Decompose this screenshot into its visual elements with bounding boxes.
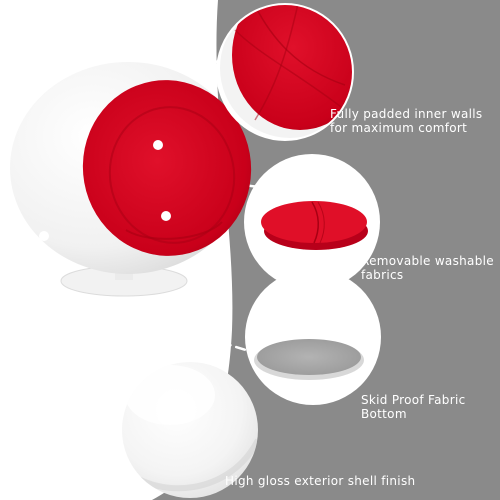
ball-chair-image <box>10 62 252 274</box>
dot-marker <box>153 140 163 150</box>
dot-marker <box>39 231 49 241</box>
chair-red-interior <box>82 80 252 256</box>
feature-label-inner-walls: Fully padded inner walls for maximum com… <box>330 107 483 135</box>
connector-line-bottom <box>38 238 248 352</box>
feature-label-bottom: Skid Proof Fabric Bottom <box>361 393 466 421</box>
connector-line-shell <box>28 234 130 394</box>
felt-pad-image <box>257 339 361 375</box>
detail-circle-fabrics <box>244 154 380 290</box>
detail-circle-bottom <box>245 269 381 405</box>
detail-circle-inner-walls <box>216 3 354 141</box>
dot-marker <box>161 211 171 221</box>
detail-circle-shell <box>122 362 258 498</box>
feature-label-shell: High gloss exterior shell finish <box>225 474 416 488</box>
feature-label-fabrics: Removable washable fabrics <box>361 254 494 282</box>
